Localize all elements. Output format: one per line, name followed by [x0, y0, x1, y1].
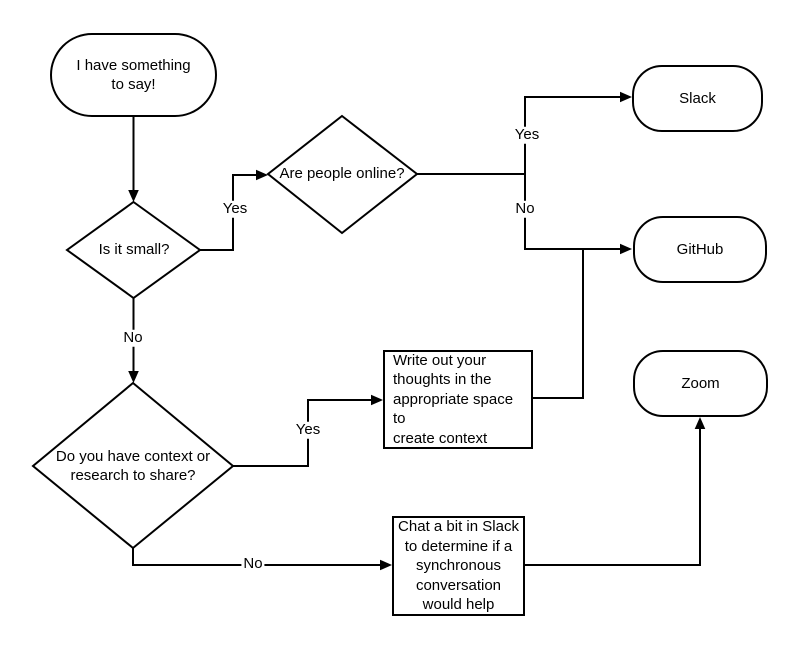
node-github-label: GitHub — [676, 240, 724, 258]
node-start: I have something to say! — [50, 33, 217, 117]
node-zoom-label: Zoom — [681, 374, 720, 392]
node-chat-in-slack-label: Chat a bit in Slack to determine if a sy… — [398, 518, 519, 614]
edge-start-to-is-it-small — [128, 117, 139, 202]
node-slack-label: Slack — [679, 89, 716, 107]
edge-context-diamond-to-chat — [132, 548, 392, 571]
decision-context-shape — [31, 381, 235, 550]
node-slack: Slack — [632, 65, 763, 132]
node-write-out-thoughts: Write out your thoughts in the appropria… — [383, 350, 533, 449]
edge-are-people-online-to-github — [524, 174, 632, 255]
node-chat-in-slack: Chat a bit in Slack to determine if a sy… — [392, 516, 525, 616]
decision-is-it-small-shape — [65, 200, 202, 300]
node-write-out-thoughts-label: Write out your thoughts in the appropria… — [393, 351, 514, 447]
decision-are-people-online-shape — [266, 114, 419, 235]
node-zoom: Zoom — [633, 350, 768, 417]
node-github: GitHub — [633, 216, 767, 283]
edge-label-context-yes: Yes — [293, 420, 323, 439]
edge-chat-to-zoom — [525, 417, 706, 566]
edge-label-small-yes: Yes — [220, 199, 250, 218]
edge-label-online-no: No — [513, 199, 537, 218]
edge-label-context-no: No — [241, 554, 265, 573]
node-start-label: I have something to say! — [76, 56, 191, 94]
edge-write-out-to-github-line — [533, 249, 584, 399]
edge-label-small-no: No — [121, 328, 145, 347]
edge-label-online-yes: Yes — [512, 125, 542, 144]
